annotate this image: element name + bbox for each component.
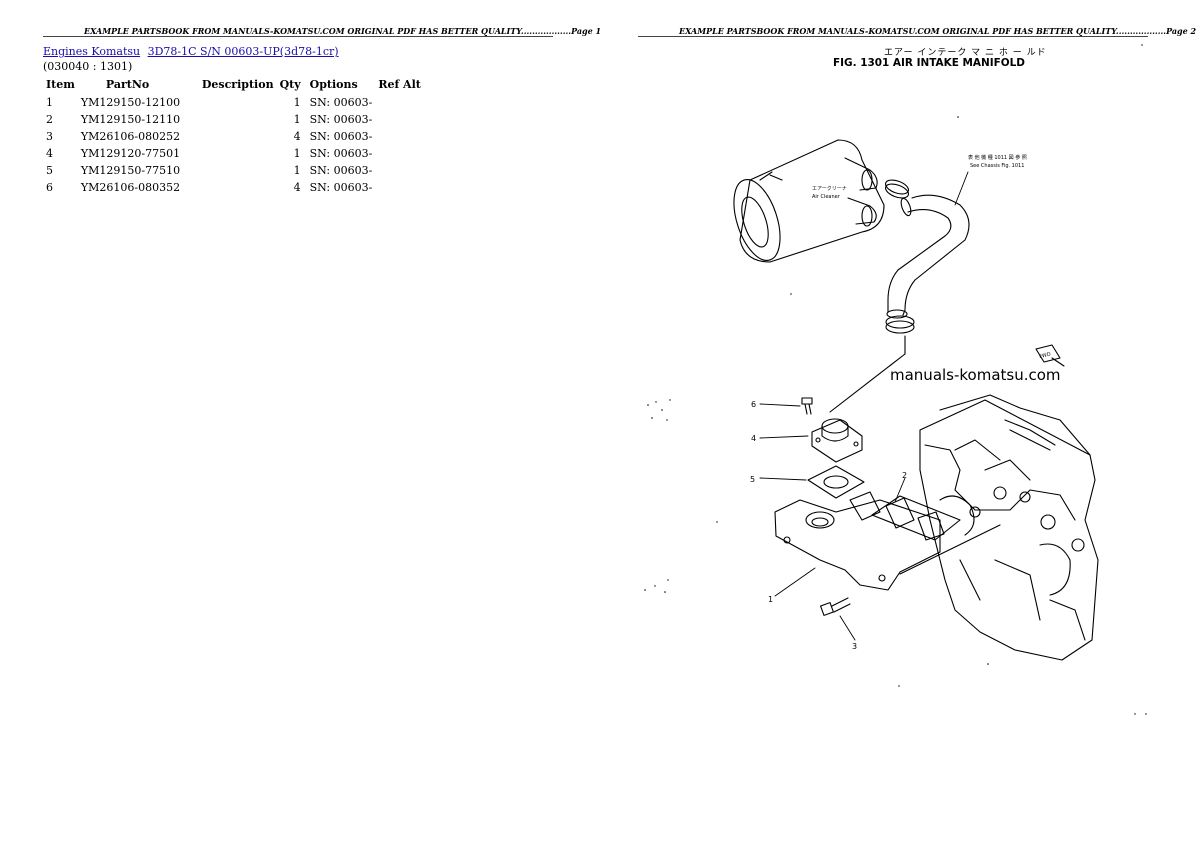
cell-options: SN: 00603- (309, 96, 373, 109)
cell-partno: YM129150-12110 (80, 113, 181, 126)
col-header-refalt: Ref Alt (378, 77, 421, 91)
cell-item: 2 (46, 113, 53, 126)
air-cleaner-drawing (733, 139, 885, 263)
parts-list-page: EXAMPLE PARTSBOOK FROM MANUALS-KOMATSU.C… (0, 0, 601, 842)
cell-options: SN: 00603- (309, 164, 373, 177)
col-header-item: Item (46, 77, 75, 91)
cell-qty: 4 (293, 130, 301, 143)
cell-options: SN: 00603- (309, 113, 373, 126)
cell-item: 1 (46, 96, 53, 109)
bolt-3-drawing (820, 597, 851, 616)
cell-qty: 1 (293, 96, 301, 109)
cell-partno: YM26106-080352 (80, 181, 181, 194)
figure-title: FIG. 1301 AIR INTAKE MANIFOLD (833, 56, 1025, 69)
figure-title-japanese: エアー インテーク マ ニ ホ ー ルド (884, 48, 1047, 58)
bolt-6-drawing (801, 397, 813, 415)
cell-partno: YM129120-77501 (80, 147, 181, 160)
intake-hose-drawing (886, 194, 970, 319)
lower-hose-clamp (885, 315, 915, 329)
cell-options: SN: 00603- (309, 130, 373, 143)
col-header-qty: Qty (279, 77, 301, 91)
col-header-options: Options (309, 77, 358, 91)
cell-qty: 4 (293, 181, 301, 194)
table-row: 2 YM129150-12110 1 SN: 00603- (43, 111, 424, 128)
fwd-label: FWD (1039, 351, 1052, 360)
callout-4: 4 (751, 434, 756, 443)
breadcrumb: Engines Komatsu 3D78-1C S/N 00603-UP(3d7… (43, 45, 339, 58)
cell-qty: 1 (293, 113, 301, 126)
fwd-arrow-icon (1035, 344, 1065, 367)
gasket-drawing (807, 465, 865, 499)
callout-3: 3 (852, 642, 857, 651)
chassis-reference-jp: 表 他 機 種 1011 図 参 照 (968, 154, 1027, 161)
scan-speckles (644, 44, 1147, 715)
callout-numbers: 6 4 5 1 3 2 (750, 400, 907, 651)
page2-header-rule (638, 36, 1148, 37)
cell-options: SN: 00603- (309, 181, 373, 194)
watermark-text: manuals-komatsu.com (890, 366, 1061, 384)
page1-header: EXAMPLE PARTSBOOK FROM MANUALS-KOMATSU.C… (84, 26, 602, 36)
cell-qty: 1 (293, 164, 301, 177)
table-row: 6 YM26106-080352 4 SN: 00603- (43, 179, 424, 196)
callout-1: 1 (768, 595, 773, 604)
breadcrumb-link-model[interactable]: 3D78-1C S/N 00603-UP(3d78-1cr) (147, 45, 339, 58)
cell-partno: YM26106-080252 (80, 130, 181, 143)
air-cleaner-label-jp: エアークリーナ (812, 186, 847, 192)
air-inlet-connector-drawing (811, 418, 863, 463)
cell-qty: 1 (293, 147, 301, 160)
col-header-description: Description (201, 77, 274, 91)
cell-item: 4 (46, 147, 53, 160)
page1-header-rule (43, 36, 553, 37)
page2-header: EXAMPLE PARTSBOOK FROM MANUALS-KOMATSU.C… (679, 26, 1196, 36)
table-row: 3 YM26106-080252 4 SN: 00603- (43, 128, 424, 145)
cell-item: 6 (46, 181, 53, 194)
parts-table: Item PartNo Description Qty Options Ref … (43, 77, 424, 196)
air-cleaner-label: Air Cleaner (812, 194, 841, 200)
cell-partno: YM129150-12100 (80, 96, 181, 109)
table-row: 1 YM129150-12100 1 SN: 00603- (43, 94, 424, 111)
callout-6: 6 (751, 400, 756, 409)
table-row: 4 YM129120-77501 1 SN: 00603- (43, 145, 424, 162)
callout-2: 2 (902, 471, 907, 480)
table-header-row: Item PartNo Description Qty Options Ref … (43, 77, 424, 94)
breadcrumb-link-engines[interactable]: Engines Komatsu (43, 45, 141, 58)
callout-leaders (759, 171, 969, 641)
engine-block-drawing (919, 394, 1099, 661)
chassis-reference: See Chassis Fig. 1011 (970, 163, 1024, 169)
table-row: 5 YM129150-77510 1 SN: 00603- (43, 162, 424, 179)
col-header-partno: PartNo (105, 77, 150, 91)
callout-5: 5 (750, 475, 755, 484)
cell-item: 5 (46, 164, 53, 177)
intake-manifold-drawing (774, 491, 1001, 591)
cell-item: 3 (46, 130, 53, 143)
cell-options: SN: 00603- (309, 147, 373, 160)
cell-partno: YM129150-77510 (80, 164, 181, 177)
group-code: (030040 : 1301) (43, 60, 133, 73)
manifold-gasket-drawing (871, 495, 961, 541)
upper-hose-clamp (884, 179, 910, 199)
